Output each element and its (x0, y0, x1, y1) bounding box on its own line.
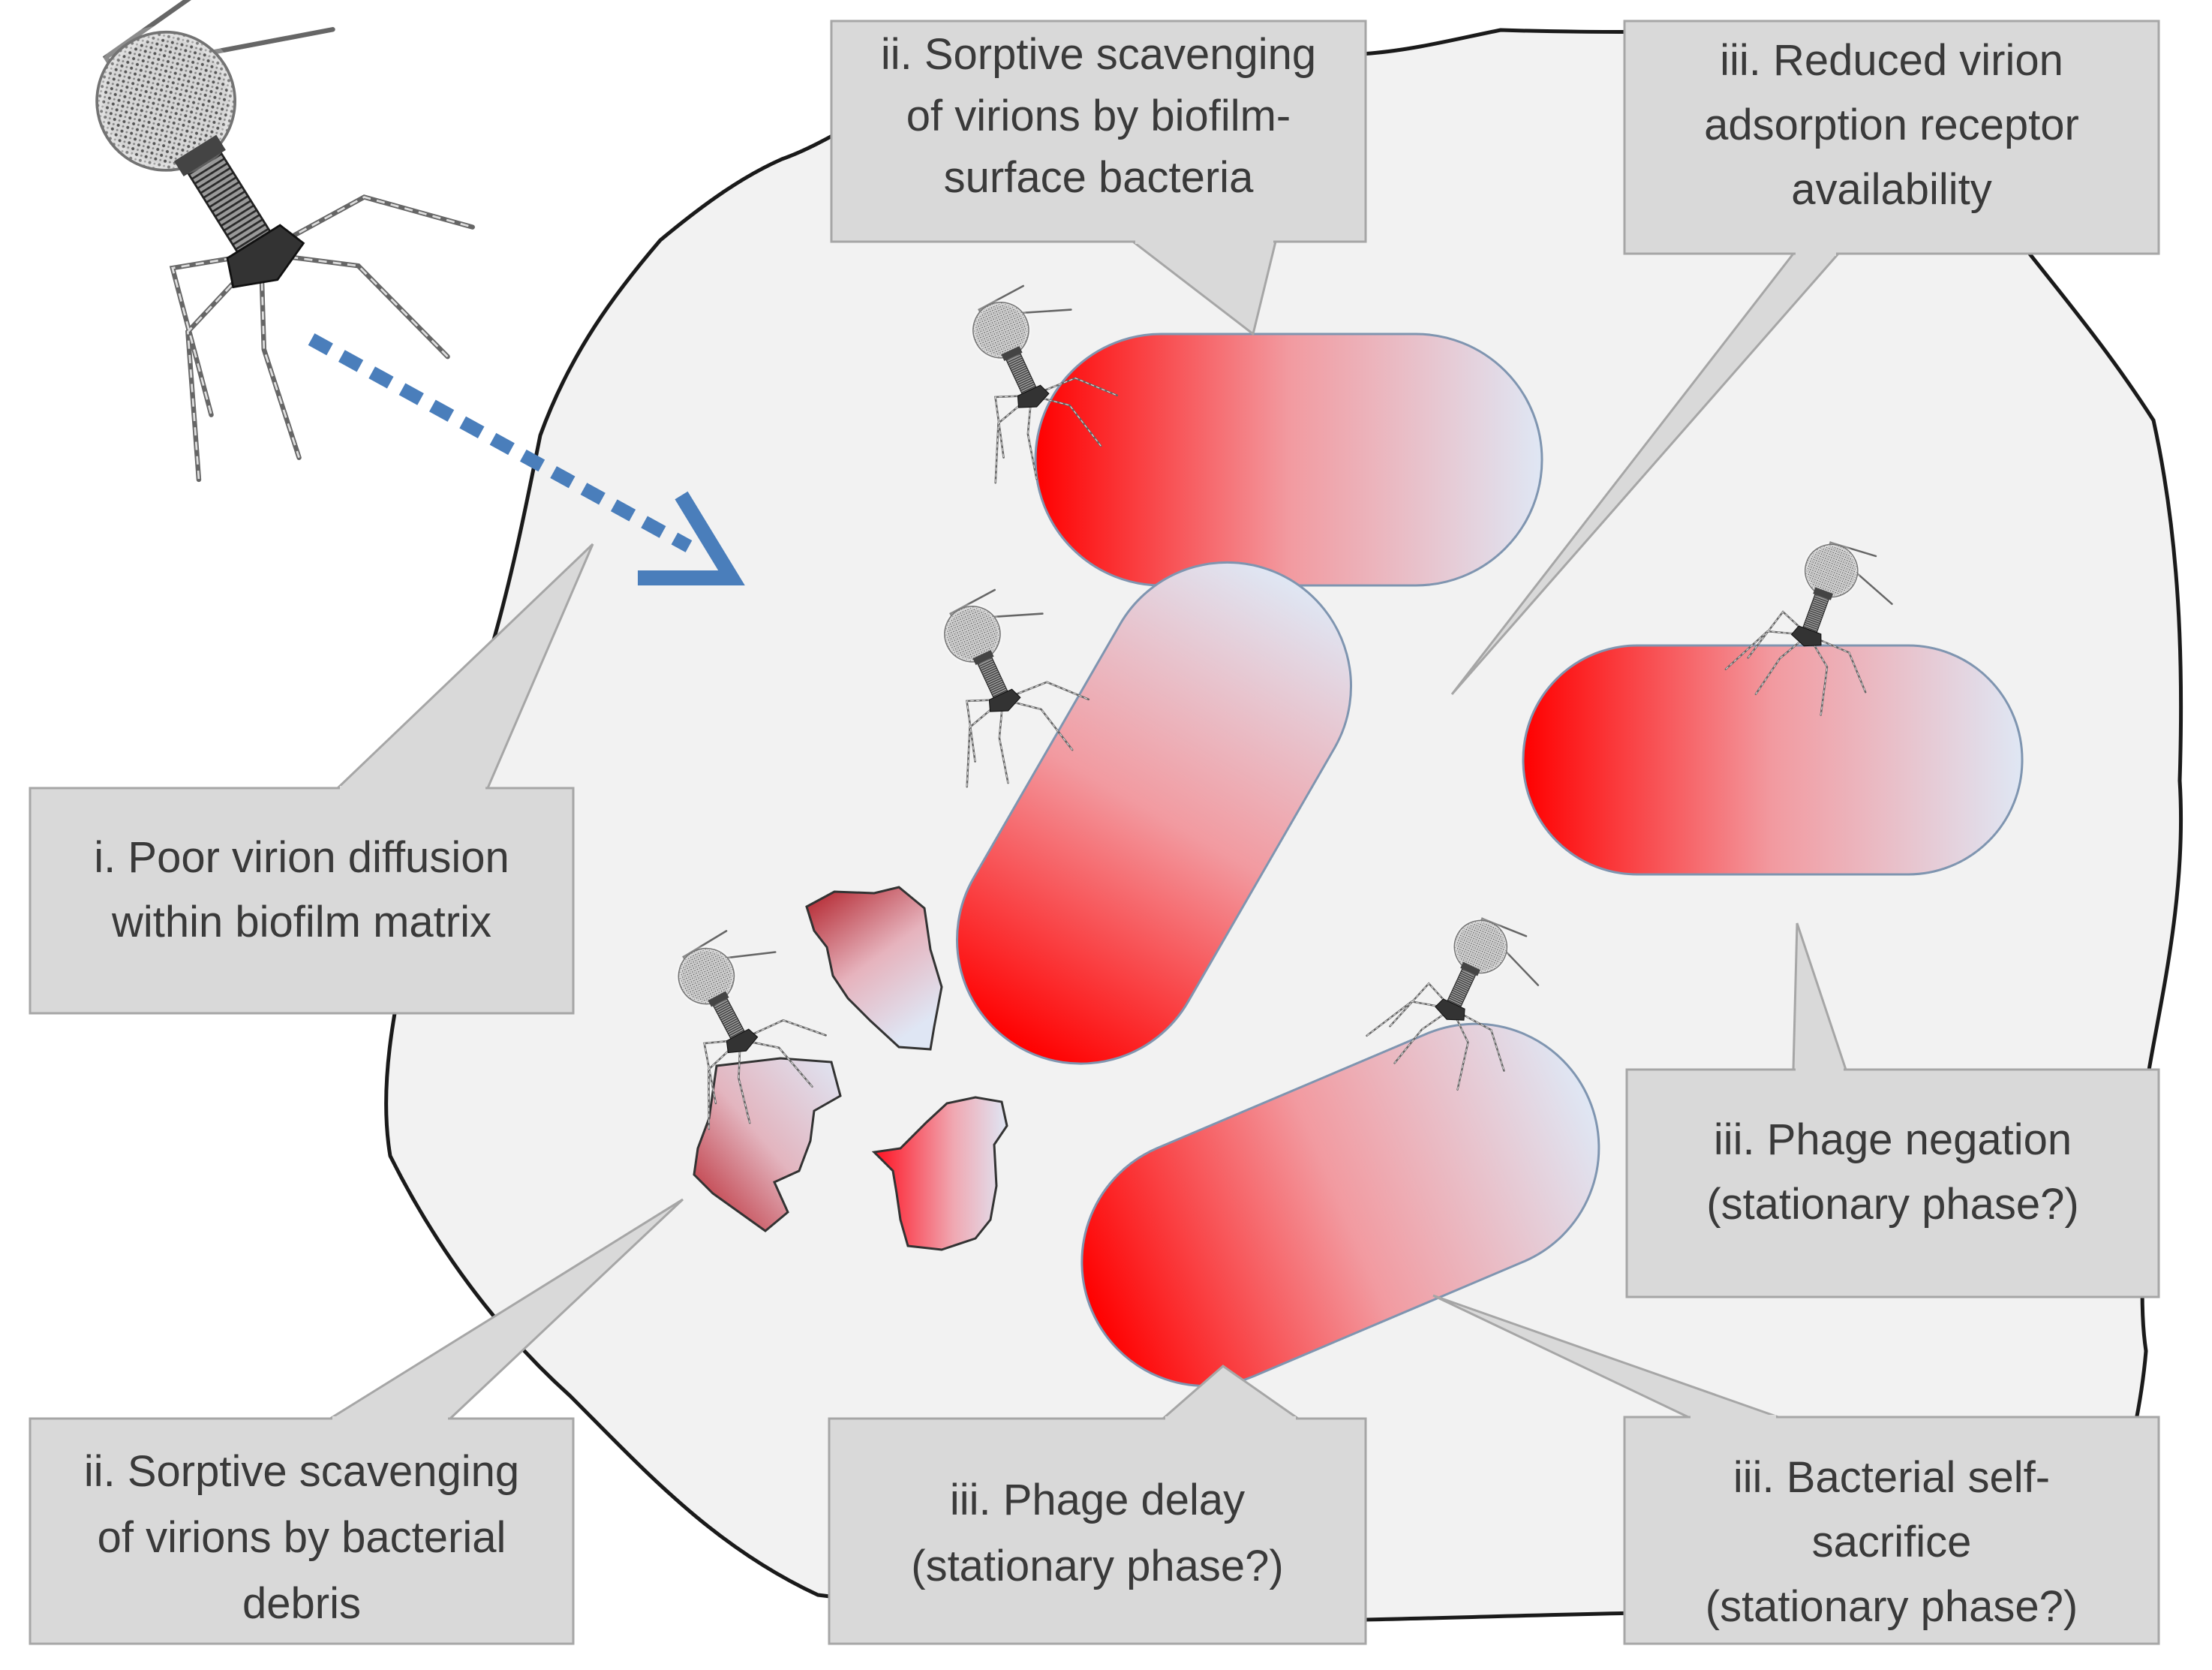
callout-debris: ii. Sorptive scavenging of virions by bac… (29, 1198, 684, 1645)
callout-text-line: ii. Sorptive scavenging (84, 1447, 519, 1496)
callout-text-line: iii. Phage delay (950, 1476, 1245, 1524)
bacterium-icon (956, 561, 1352, 1065)
callout-box (1623, 20, 2160, 255)
callout-box (29, 1417, 575, 1645)
callout-text-line: iii. Bacterial self- (1733, 1453, 2050, 1502)
callout-box (830, 20, 1367, 243)
callout-text-line: of virions by bacterial (98, 1513, 506, 1562)
callout-box (1625, 1068, 2160, 1298)
debris-icon (805, 886, 943, 1051)
callout-negation: iii. Phage negation (stationary phase?) (1625, 922, 2160, 1298)
callout-text-line: iii. Reduced virion (1720, 36, 2063, 85)
diffusion-arrow-icon (308, 333, 745, 585)
callout-diffusion: i. Poor virion diffusion within biofilm m… (29, 543, 594, 1015)
callout-sacrifice: iii. Bacterial self-sacrifice (stationary… (1432, 1294, 2160, 1645)
callout-text-line: within biofilm matrix (111, 898, 491, 946)
callout-text-line: iii. Phage negation (1714, 1115, 2072, 1164)
callout-sorptive-surface: ii. Sorptive scavenging of virions by bio… (830, 20, 1367, 336)
callout-text-line: (stationary phase?) (1706, 1180, 2078, 1229)
callout-text-line: sacrifice (1812, 1518, 1972, 1566)
callout-text-line: availability (1791, 165, 1992, 214)
callout-box (29, 787, 575, 1015)
callout-text-line: (stationary phase?) (911, 1542, 1283, 1590)
debris-icon (693, 1057, 842, 1232)
callout-text-line: of virions by biofilm- (906, 92, 1291, 140)
bacterium-icon (1034, 332, 1543, 587)
callout-text-line: i. Poor virion diffusion (94, 833, 509, 882)
callout-text-line: surface bacteria (944, 153, 1254, 202)
phage-virion-icon (0, 0, 527, 509)
callout-text-line: (stationary phase?) (1706, 1582, 2078, 1631)
callout-box (1623, 1416, 2160, 1645)
callout-text-line: adsorption receptor (1704, 101, 2079, 149)
callout-text-line: ii. Sorptive scavenging (881, 30, 1316, 79)
bacterium-icon (1080, 1022, 1600, 1388)
callout-text-line: debris (242, 1579, 361, 1628)
callout-box (828, 1417, 1367, 1645)
bacterium-icon (1522, 644, 2024, 876)
callout-receptor: iii. Reduced virion adsorption receptor av… (1450, 20, 2160, 695)
callout-delay: iii. Phage delay (stationary phase?) (828, 1365, 1367, 1645)
debris-icon (871, 1096, 1008, 1251)
